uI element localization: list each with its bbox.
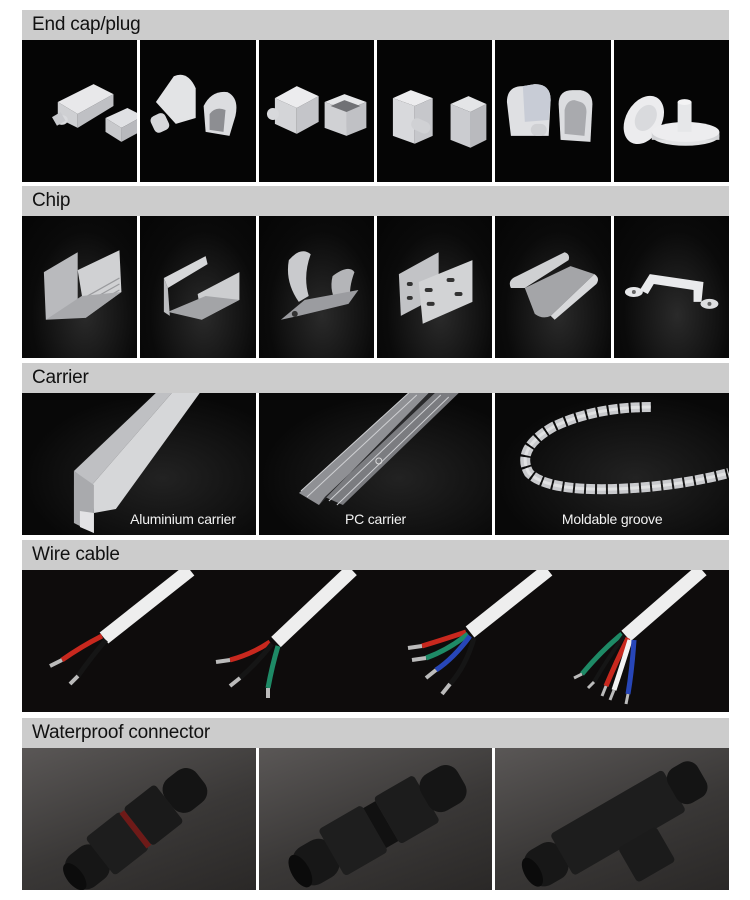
spring-steel-clip-icon	[280, 251, 359, 320]
product-image-connector-1[interactable]	[22, 748, 256, 890]
section-title: Waterproof connector	[22, 718, 729, 748]
product-image-chip-3[interactable]	[258, 216, 374, 358]
aluminium-carrier-icon	[73, 393, 200, 533]
product-image-end-cap-6[interactable]	[613, 40, 729, 182]
perforated-steel-clip-icon	[398, 252, 473, 324]
section-carrier: Carrier Aluminium carrier PC carrier Mol	[22, 363, 730, 535]
section-title: Carrier	[22, 363, 729, 393]
section-end-cap-plug: End cap/plug	[22, 10, 729, 182]
product-image-chip-2[interactable]	[140, 216, 256, 358]
silicone-mounting-bracket-icon	[624, 274, 719, 309]
tall-square-end-cap-with-plug-icon	[392, 90, 487, 148]
inline-connector-icon	[63, 768, 208, 890]
t-connector-icon	[522, 761, 708, 887]
section-title: End cap/plug	[22, 10, 729, 40]
product-image-end-cap-2[interactable]	[140, 40, 256, 182]
section-title: Wire cable	[22, 540, 729, 570]
product-image-end-cap-4[interactable]	[376, 40, 493, 182]
product-image-chip-6[interactable]	[613, 216, 729, 358]
flat-steel-clip-icon	[510, 252, 599, 320]
product-image-connector-3[interactable]	[495, 748, 730, 890]
product-image-wire-cable[interactable]	[22, 570, 729, 712]
product-caption: Moldable groove	[561, 511, 663, 527]
product-caption: PC carrier	[345, 511, 407, 527]
round-base-end-plug-icon	[623, 95, 720, 146]
product-image-moldable-groove[interactable]: Moldable groove	[495, 393, 730, 535]
inline-connector-alt-icon	[288, 765, 467, 888]
product-image-chip-4[interactable]	[376, 216, 493, 358]
product-image-chip-1[interactable]	[22, 216, 138, 358]
product-image-end-cap-3[interactable]	[258, 40, 374, 182]
section-title: Chip	[22, 186, 729, 216]
dome-end-cap-with-plug-icon	[150, 74, 237, 136]
section-waterproof-connector: Waterproof connector	[22, 718, 730, 890]
product-image-end-cap-1[interactable]	[22, 40, 138, 182]
product-image-connector-2[interactable]	[258, 748, 493, 890]
product-image-chip-5[interactable]	[495, 216, 611, 358]
section-wire-cable: Wire cable	[22, 540, 729, 712]
product-image-aluminium-carrier[interactable]: Aluminium carrier	[22, 393, 256, 535]
product-image-pc-carrier[interactable]: PC carrier	[258, 393, 493, 535]
ribbed-aluminium-u-clip-icon	[43, 250, 122, 320]
aluminium-u-clip-icon	[164, 256, 240, 320]
product-image-end-cap-5[interactable]	[495, 40, 611, 182]
wire-cable-icon	[49, 570, 707, 705]
flat-end-cap-with-plug-icon	[51, 84, 138, 142]
pc-carrier-icon	[298, 393, 459, 506]
side-entry-end-cap-icon	[507, 84, 593, 142]
section-chip: Chip	[22, 186, 729, 358]
product-caption: Aluminium carrier	[130, 511, 236, 527]
square-end-cap-with-plug-icon	[266, 86, 367, 136]
moldable-groove-icon	[520, 402, 730, 495]
